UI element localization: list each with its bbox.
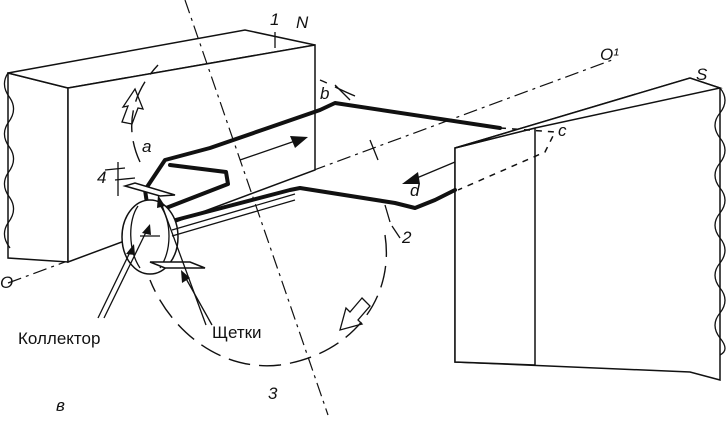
caption-pointers <box>97 195 213 326</box>
current-arrow-lower-head <box>402 172 420 184</box>
label-axis-o1: O¹ <box>600 45 619 64</box>
label-point-d: d <box>410 181 420 200</box>
label-point-c: c <box>558 121 567 140</box>
collector-assembly <box>104 162 296 275</box>
collector-pointer-2-head <box>142 224 151 235</box>
north-front-face <box>7 72 69 263</box>
label-point-b: b <box>320 84 329 103</box>
marker-4-bar <box>104 167 126 171</box>
coil-lower-side <box>166 186 457 224</box>
current-arrow-upper-line <box>239 139 299 161</box>
label-pole-s: S <box>696 65 708 84</box>
brush-pointer-2 <box>159 199 207 326</box>
collector-pointer-1 <box>97 247 133 319</box>
coil-tick-1 <box>369 139 379 161</box>
shaft-bottom <box>171 199 296 237</box>
label-point-a: a <box>142 137 151 156</box>
coil-tick-2 <box>384 204 391 223</box>
brush-pointer-1-head <box>181 270 190 283</box>
current-arrow-upper-head <box>290 136 308 148</box>
brush-pointer-2-head <box>157 195 165 208</box>
label-num-3: 3 <box>268 384 278 403</box>
coil-hidden-side <box>457 127 557 191</box>
trajectory-arc-bottom <box>149 234 387 367</box>
label-num-4: 4 <box>97 168 106 187</box>
rotation-arrows <box>121 87 371 331</box>
coil-tick-3 <box>334 84 351 101</box>
south-front-face <box>454 127 536 366</box>
label-num-1: 1 <box>270 10 279 29</box>
magnet-south <box>454 77 726 381</box>
rotation-trajectory <box>131 64 387 367</box>
current-arrow-lower-line <box>411 161 456 181</box>
trajectory-arc-left <box>131 64 159 163</box>
brush-lower <box>149 261 206 269</box>
caption-brushes: Щетки <box>212 323 262 342</box>
rotation-arrow-down-icon <box>339 297 371 331</box>
collector-drum <box>121 199 179 275</box>
label-num-2: 2 <box>401 228 412 247</box>
coil-left-bend <box>146 163 230 217</box>
label-figure-letter: в <box>56 396 65 415</box>
shaft-top <box>171 193 296 231</box>
trajectory-arc-top <box>319 79 356 97</box>
brush-upper <box>122 182 176 197</box>
label-pole-n: N <box>296 13 309 32</box>
collector-segment-left <box>130 205 141 269</box>
marker-2-tick <box>391 225 401 239</box>
brush-pointer-1 <box>183 274 213 326</box>
north-break-line <box>3 72 15 249</box>
south-break-line <box>714 87 726 356</box>
current-arrows <box>239 136 456 184</box>
rotation-arrow-up-icon <box>121 87 145 125</box>
neutral-plane-line <box>184 0 329 416</box>
collector-pointer-1-head <box>126 244 135 255</box>
collector-pointer-2 <box>103 227 149 319</box>
caption-collector: Коллектор <box>18 329 100 348</box>
label-axis-o: O <box>0 273 13 292</box>
